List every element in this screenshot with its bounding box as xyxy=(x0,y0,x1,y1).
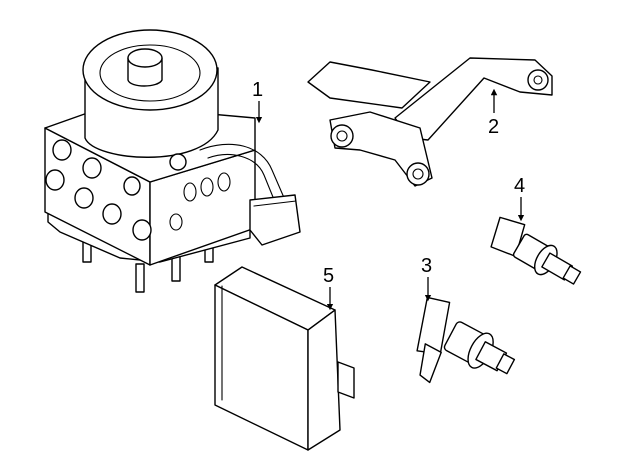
brake-line-ports xyxy=(45,139,152,241)
callout-1: 1 xyxy=(252,79,263,124)
bracket-plate xyxy=(307,61,431,109)
sensor-linkage xyxy=(329,111,433,187)
callout-3: 3 xyxy=(421,255,432,302)
callout-number: 4 xyxy=(514,175,525,197)
callout-number: 5 xyxy=(323,265,334,287)
module-side-face xyxy=(307,309,341,451)
right-face-ports xyxy=(169,172,231,231)
unit-connector xyxy=(169,143,301,246)
pump-motor xyxy=(82,29,219,158)
speed-sensor-lower[interactable] xyxy=(393,292,524,412)
callout-4: 4 xyxy=(514,175,525,222)
callout-number: 1 xyxy=(252,79,263,101)
callout-5: 5 xyxy=(323,265,334,311)
callout-number: 3 xyxy=(421,255,432,277)
sensor-bracket[interactable] xyxy=(307,57,553,187)
module-connector xyxy=(337,361,355,399)
callout-2: 2 xyxy=(488,88,499,138)
callout-number: 2 xyxy=(488,116,499,138)
abs-control-module[interactable] xyxy=(214,266,355,451)
speed-sensor-upper[interactable] xyxy=(485,212,587,292)
abs-hydraulic-unit[interactable] xyxy=(44,29,301,293)
